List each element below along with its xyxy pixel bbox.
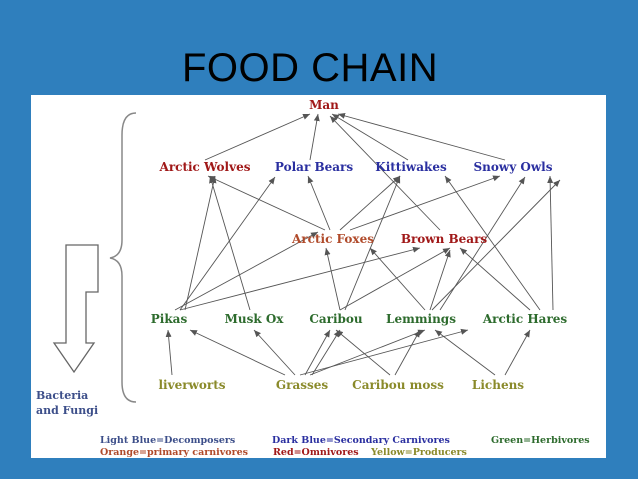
node-lemmings: Lemmings (386, 312, 456, 326)
level-bracket (109, 112, 137, 403)
food-web-arrow (337, 112, 506, 161)
legend-decomposers: Light Blue=Decomposers (100, 435, 235, 446)
food-web-arrow (339, 247, 451, 311)
food-web-arrow (431, 179, 561, 311)
legend-producers: Yellow=Producers (370, 447, 467, 458)
node-liverworts: liverworts (158, 378, 225, 392)
food-web-arrow (504, 329, 531, 376)
slide-title: FOOD CHAIN (182, 46, 439, 90)
food-web-arrow (299, 328, 469, 376)
node-bacteria: Bacteria (36, 389, 88, 402)
food-web-arrow (547, 175, 554, 311)
food-web-arrow (329, 115, 441, 231)
food-web-arrow (179, 176, 276, 311)
food-web-arrow (165, 329, 173, 376)
food-web-arrows (165, 112, 561, 376)
food-web-arrow (369, 247, 426, 311)
food-web-arrow (429, 249, 451, 311)
food-web-arrow (179, 246, 421, 311)
food-web-arrow (253, 329, 296, 376)
node-musk-ox: Musk Ox (225, 312, 285, 326)
food-web-arrow (331, 113, 409, 161)
node-lichens: Lichens (472, 378, 524, 392)
food-web-arrow (434, 329, 496, 376)
food-web-arrow (324, 247, 341, 311)
food-web-arrow (209, 175, 251, 311)
food-web-arrow (307, 175, 331, 231)
decomposition-arrow (52, 244, 99, 374)
node-arctic-hares: Arctic Hares (482, 312, 568, 326)
legend-omnivores: Red=Omnivores (273, 447, 359, 458)
node-kittiwakes: Kittiwakes (375, 160, 447, 174)
food-web-arrow (311, 329, 341, 376)
node-grasses: Grasses (276, 378, 328, 392)
legend-herbivores: Green=Herbivores (491, 435, 590, 446)
node-brown-bears: Brown Bears (401, 232, 488, 246)
food-web-arrow (304, 329, 331, 376)
node-fungi: and Fungi (36, 404, 98, 417)
food-web-arrow (189, 329, 286, 376)
food-web-arrow (349, 175, 501, 231)
food-web-arrow (444, 175, 541, 311)
food-web-arrow (309, 113, 320, 161)
node-arctic-foxes: Arctic Foxes (291, 232, 374, 246)
legend-primary: Orange=primary carnivores (100, 447, 248, 458)
legend-secondary: Dark Blue=Secondary Carnivores (272, 435, 450, 446)
node-polar-bears: Polar Bears (275, 160, 353, 174)
node-caribou: Caribou (309, 312, 363, 326)
node-caribou-moss: Caribou moss (352, 378, 444, 392)
food-web-arrow (459, 247, 531, 311)
food-web-arrow (394, 329, 421, 376)
food-web-arrow (184, 175, 217, 311)
node-arctic-wolves: Arctic Wolves (159, 160, 251, 174)
food-web-arrow (207, 175, 326, 231)
food-web-arrow (339, 175, 401, 231)
food-web-arrow (344, 175, 401, 311)
node-man: Man (309, 98, 339, 112)
food-web-arrow (204, 113, 311, 161)
node-snowy-owls: Snowy Owls (474, 160, 553, 174)
food-web-arrow (335, 329, 391, 376)
food-web-arrow (174, 231, 319, 311)
node-pikas: Pikas (151, 312, 188, 326)
